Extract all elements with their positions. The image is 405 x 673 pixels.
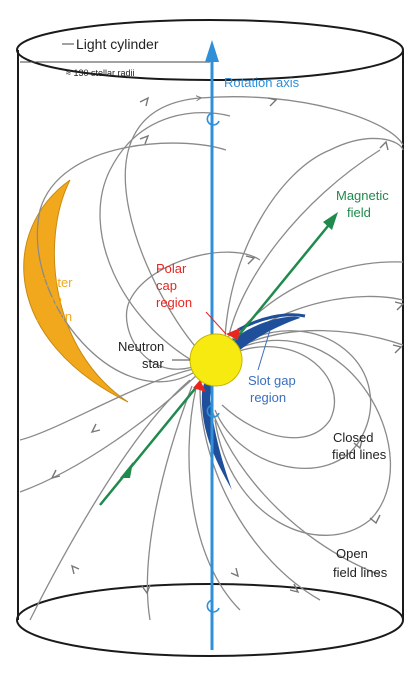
- polar-cap-south: [193, 380, 206, 392]
- label-outer-gap-3: region: [36, 309, 72, 324]
- label-polar-cap-3: region: [156, 295, 192, 310]
- field-line-left-open-2: [19, 371, 201, 493]
- arrowhead: [70, 564, 80, 575]
- arrowhead: [139, 96, 150, 107]
- label-rotation-axis: Rotation axis: [224, 75, 300, 90]
- field-line-arrows: [50, 96, 405, 595]
- cylinder-bottom-ellipse: [16, 583, 404, 657]
- field-line-outer-left: [36, 142, 227, 383]
- outer-gap-region: [23, 179, 129, 403]
- field-lines: [19, 97, 404, 621]
- arrowhead: [230, 567, 240, 578]
- slot-gap-leader: [257, 329, 271, 371]
- label-magnetic-field-1: Magnetic: [336, 188, 389, 203]
- arrowhead: [267, 97, 278, 107]
- field-line-closed-3: [214, 339, 392, 536]
- field-line-closed-1: [214, 330, 372, 469]
- field-line-outer-top: [124, 97, 404, 356]
- label-closed-field-lines-1: Closed: [333, 430, 373, 445]
- field-line-left-open-1: [19, 367, 199, 441]
- label-polar-cap-2: cap: [156, 278, 177, 293]
- label-open-field-lines-2: field lines: [333, 565, 388, 580]
- label-open-field-lines-1: Open: [336, 546, 368, 561]
- field-line-upper-open-1: [227, 149, 381, 341]
- arrowhead: [392, 344, 403, 354]
- field-line-lower-open-3: [188, 387, 241, 611]
- magnetic-axis-arrowhead: [323, 212, 338, 230]
- field-line-closed-2: [221, 346, 336, 439]
- field-line-top-arc: [224, 137, 404, 339]
- polar-cap-north: [226, 328, 240, 340]
- arrowhead: [394, 301, 405, 311]
- label-neutron-star-1: Neutron: [118, 339, 164, 354]
- label-outer-gap-1: Outer: [40, 275, 73, 290]
- rotation-indicator-bottom: [206, 599, 220, 613]
- arrowhead: [379, 140, 389, 151]
- label-outer-gap-2: gap: [40, 292, 62, 307]
- label-slot-gap-2: region: [250, 390, 286, 405]
- arrowhead: [90, 423, 101, 434]
- label-neutron-star-2: star: [142, 356, 164, 371]
- rotation-axis-arrowhead: [205, 40, 219, 62]
- label-slot-gap-1: Slot gap: [248, 373, 296, 388]
- field-line-inner-loop: [125, 251, 261, 370]
- polar-cap-leader: [205, 311, 227, 335]
- field-line-upper-open-4: [231, 329, 404, 351]
- field-line-left-upper: [99, 111, 231, 365]
- label-polar-cap-1: Polar: [156, 261, 187, 276]
- label-light-cylinder-size: ≈ 130 stellar radii: [66, 68, 134, 78]
- arrowhead: [141, 584, 151, 595]
- neutron-star: [189, 333, 243, 387]
- field-line-lower-open-4: [146, 385, 193, 621]
- field-line-lower-left-1: [29, 379, 191, 621]
- arrowhead: [50, 469, 61, 480]
- magnetic-axis-lower-arrowhead: [120, 462, 133, 478]
- arrowhead: [139, 134, 150, 145]
- arrowhead: [353, 439, 363, 450]
- label-magnetic-field-2: field: [347, 205, 371, 220]
- arrowhead: [369, 514, 381, 525]
- rotation-indicator-mid: [206, 404, 220, 418]
- label-closed-field-lines-2: field lines: [332, 447, 387, 462]
- arrowhead: [289, 583, 300, 594]
- arrowhead: [245, 255, 256, 265]
- rotation-indicator-top: [206, 112, 220, 126]
- field-line-lower-open-2: [199, 387, 321, 601]
- label-light-cylinder: Light cylinder: [76, 36, 159, 52]
